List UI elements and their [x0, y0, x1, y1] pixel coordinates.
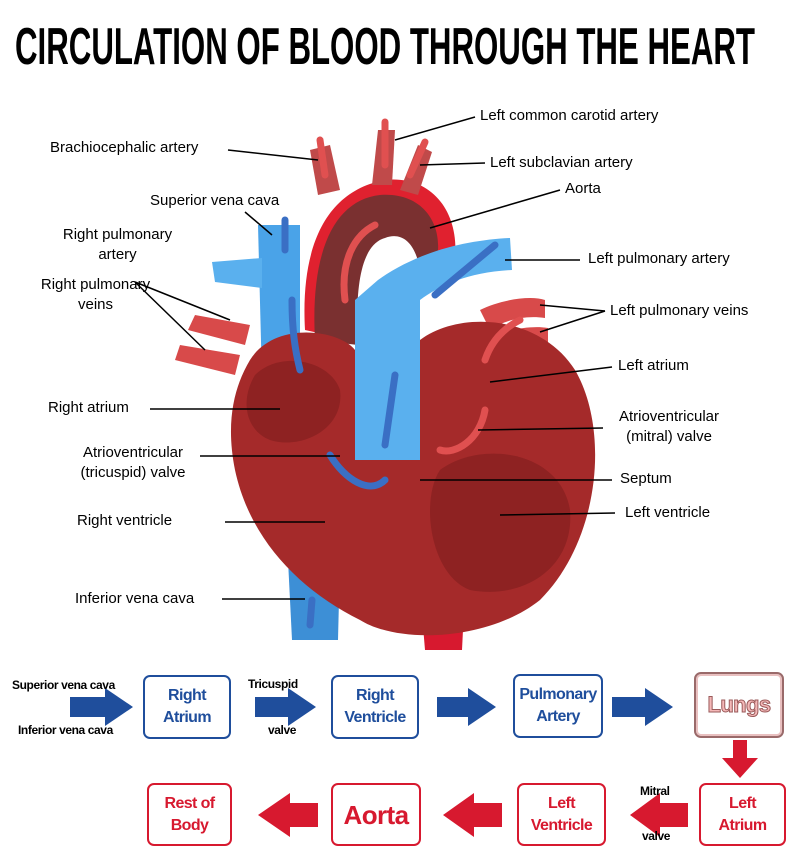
red-flow-arrows — [316, 118, 524, 455]
flow-mitral-label-2: valve — [642, 829, 671, 843]
flow-box-aorta: Aorta — [331, 783, 421, 846]
blue-flow-arrows — [281, 216, 499, 629]
label-mitral-valve: Atrioventricular (mitral) valve — [605, 407, 733, 447]
box-text: Lungs — [707, 692, 772, 717]
flow-input-inferior-vena-cava: Inferior vena cava — [18, 723, 113, 737]
label-line: veins — [77, 296, 114, 313]
arrow-left-icon — [443, 793, 502, 837]
label-left-common-carotid-artery: Left common carotid artery — [480, 107, 659, 124]
box-text: Left — [729, 794, 757, 812]
box-text: Left — [548, 794, 576, 812]
label-line: Atrioventricular — [618, 408, 720, 425]
label-left-pulmonary-artery: Left pulmonary artery — [588, 250, 730, 267]
flow-tricuspid-label-2: valve — [268, 723, 297, 737]
label-right-pulmonary-veins: Right pulmonary veins — [28, 275, 163, 315]
box-text: Right — [356, 687, 394, 704]
flow-arrows — [70, 688, 758, 837]
leader-lines — [134, 116, 616, 600]
label-tricuspid-valve: Atrioventricular (tricuspid) valve — [68, 443, 198, 483]
arrow-right-icon — [612, 688, 673, 726]
aorta-inner — [314, 194, 439, 345]
arrow-right-icon — [255, 688, 316, 726]
flow-box-lungs: Lungs — [694, 672, 784, 738]
box-text: Atrium — [163, 709, 212, 726]
box-text: Ventricle — [530, 816, 593, 834]
label-line: artery — [98, 246, 137, 263]
heart-illustration — [134, 116, 616, 650]
left-ventricle-shade — [430, 453, 571, 592]
label-superior-vena-cava: Superior vena cava — [150, 192, 280, 209]
box-text: Pulmonary — [519, 686, 597, 703]
label-left-subclavian-artery: Left subclavian artery — [490, 154, 633, 171]
left-pulmonary-vein-top — [480, 298, 545, 330]
label-line: Atrioventricular — [82, 444, 184, 461]
box-text: Rest of — [164, 794, 215, 812]
label-aorta: Aorta — [565, 180, 601, 197]
flow-mitral-label: Mitral — [640, 784, 670, 798]
label-line: (mitral) valve — [626, 428, 712, 445]
box-text: Ventricle — [344, 709, 406, 726]
label-line: Right pulmonary — [40, 276, 151, 293]
flow-tricuspid-label: Tricuspid — [248, 677, 298, 691]
label-line: (tricuspid) valve — [80, 464, 186, 481]
label-septum: Septum — [620, 470, 672, 487]
page-title: CIRCULATION OF BLOOD THROUGH THE HEART — [15, 18, 755, 76]
label-brachiocephalic-artery: Brachiocephalic artery — [50, 139, 199, 156]
right-atrium-shade — [246, 360, 341, 443]
box-text: Artery — [536, 708, 580, 725]
right-pulmonary-artery — [212, 258, 262, 288]
arrow-left-icon — [630, 793, 688, 837]
right-pulmonary-vein-bottom — [175, 345, 240, 375]
right-pulmonary-vein-top — [188, 315, 250, 345]
title-wrapper: CIRCULATION OF BLOOD THROUGH THE HEART — [15, 18, 755, 76]
label-inferior-vena-cava: Inferior vena cava — [75, 590, 195, 607]
flow-box-rest-of-body: Rest of Body — [147, 783, 232, 846]
flow-input-superior-vena-cava: Superior vena cava — [12, 678, 115, 692]
box-text: Right — [168, 687, 206, 704]
label-right-atrium: Right atrium — [48, 399, 129, 416]
box-text: Body — [170, 816, 209, 834]
label-left-atrium: Left atrium — [618, 357, 689, 374]
label-right-ventricle: Right ventricle — [77, 512, 173, 529]
arrow-right-icon — [437, 688, 496, 726]
arrow-down-icon — [722, 740, 758, 778]
label-line: Right pulmonary — [62, 226, 173, 243]
label-left-ventricle: Left ventricle — [625, 504, 711, 521]
arrow-left-icon — [258, 793, 318, 837]
box-text: Aorta — [343, 799, 410, 830]
arrow-right-icon — [70, 688, 133, 726]
box-text: Atrium — [718, 816, 768, 834]
label-right-pulmonary-artery: Right pulmonary artery — [50, 225, 185, 265]
label-left-pulmonary-veins: Left pulmonary veins — [610, 302, 749, 319]
